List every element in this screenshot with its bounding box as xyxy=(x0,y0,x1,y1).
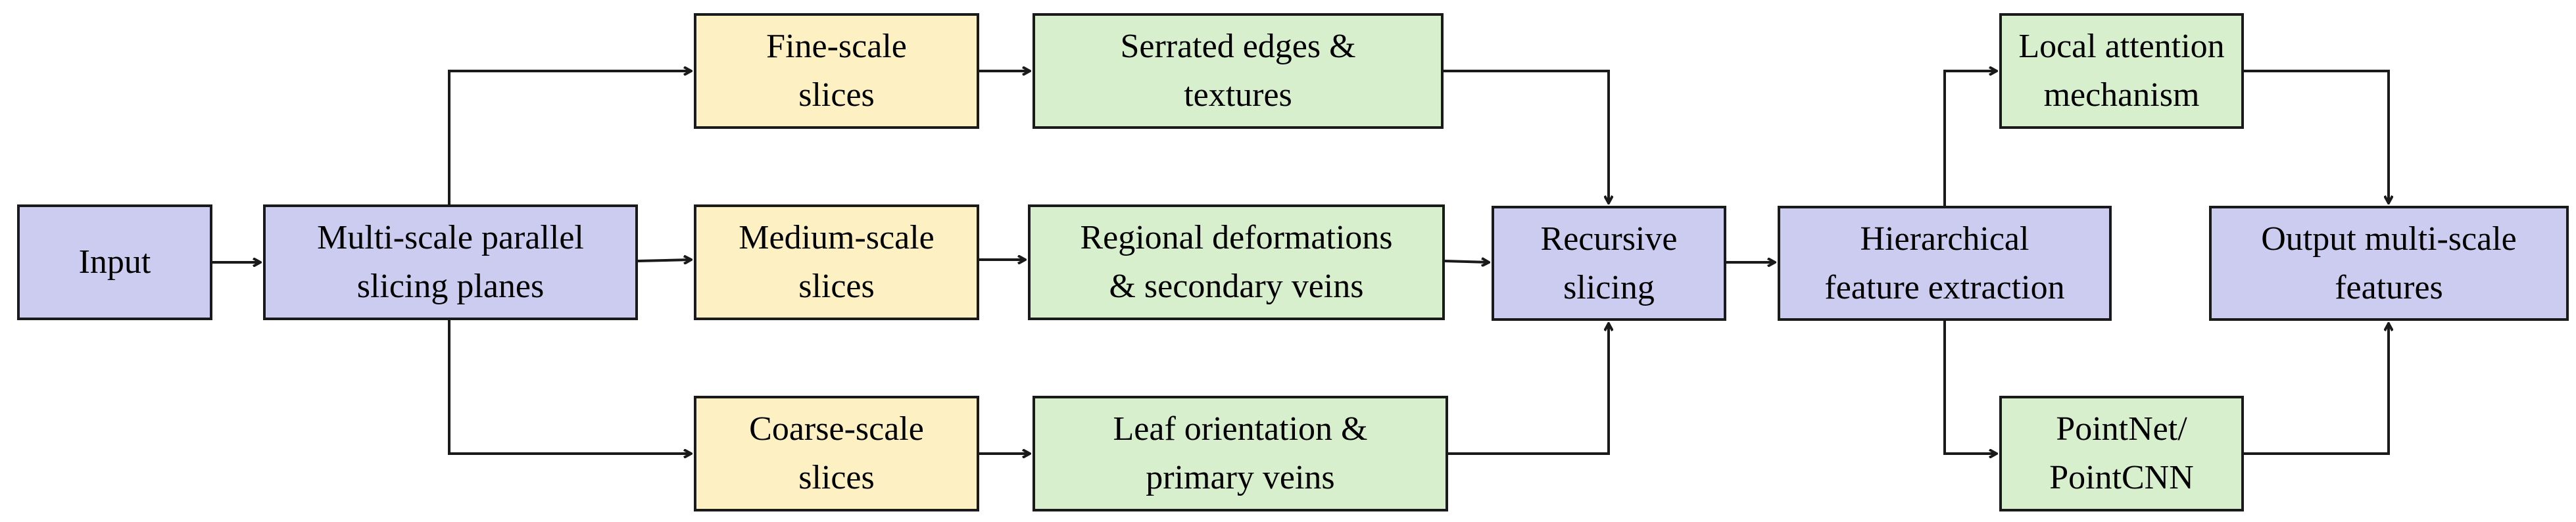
multiscale-slicing-node: Multi-scale parallel slicing planes xyxy=(263,204,638,320)
arrow-multiscale-to-fine xyxy=(448,71,691,204)
regional-deformations-node: Regional deformations & secondary veins xyxy=(1028,204,1445,320)
arrow-multiscale-to-coarse xyxy=(448,320,691,454)
arrow-leaf-to-recursive xyxy=(1448,323,1609,455)
serrated-edges-node: Serrated edges & textures xyxy=(1033,13,1444,129)
multiscale-slicing-label: Multi-scale parallel slicing planes xyxy=(317,219,584,305)
output-features-node: Output multi-scale features xyxy=(2209,206,2569,321)
arrow-pointnet-to-output xyxy=(2244,323,2389,455)
medium-scale-label: Medium-scale slices xyxy=(739,219,935,305)
input-node-label: Input xyxy=(78,243,151,281)
coarse-scale-node: Coarse-scale slices xyxy=(694,396,979,511)
hierarchical-extraction-label: Hierarchical feature extraction xyxy=(1824,220,2065,306)
arrow-serrated-to-recursive xyxy=(1444,70,1609,203)
output-features-label: Output multi-scale features xyxy=(2261,220,2517,306)
arrow-regional-to-recursive xyxy=(1444,261,1489,262)
serrated-edges-label: Serrated edges & textures xyxy=(1120,28,1356,114)
pointnet-label: PointNet/ PointCNN xyxy=(2049,410,2194,496)
arrow-multiscale-to-medium xyxy=(637,260,691,261)
fine-scale-label: Fine-scale slices xyxy=(766,28,907,114)
leaf-orientation-node: Leaf orientation & primary veins xyxy=(1033,396,1448,511)
recursive-slicing-node: Recursive slicing xyxy=(1492,206,1726,321)
coarse-scale-label: Coarse-scale slices xyxy=(749,410,924,496)
leaf-orientation-label: Leaf orientation & primary veins xyxy=(1113,410,1368,496)
hierarchical-extraction-node: Hierarchical feature extraction xyxy=(1778,206,2112,321)
local-attention-label: Local attention mechanism xyxy=(2018,28,2225,114)
arrow-local-attention-to-output xyxy=(2244,70,2389,203)
fine-scale-node: Fine-scale slices xyxy=(694,13,979,129)
regional-deformations-label: Regional deformations & secondary veins xyxy=(1080,219,1393,305)
medium-scale-node: Medium-scale slices xyxy=(694,204,979,320)
pointnet-node: PointNet/ PointCNN xyxy=(1999,396,2244,511)
recursive-slicing-label: Recursive slicing xyxy=(1540,220,1678,306)
arrow-hierarchical-to-local-attention xyxy=(1943,71,1997,206)
arrow-hierarchical-to-pointnet xyxy=(1943,321,1997,454)
local-attention-node: Local attention mechanism xyxy=(1999,13,2244,129)
input-node: Input xyxy=(17,204,212,320)
